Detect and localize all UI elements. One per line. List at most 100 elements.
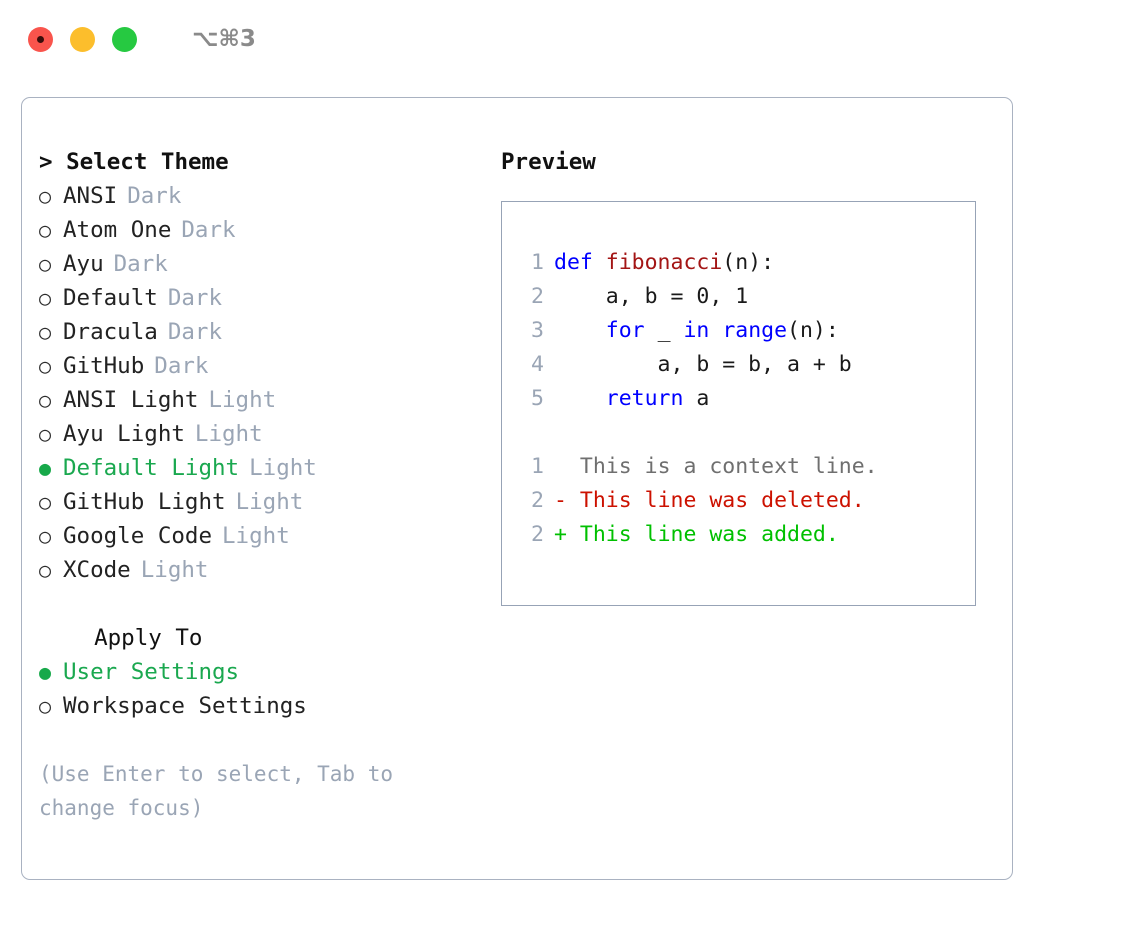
diff-line: 2 + This line was added. — [514, 518, 975, 552]
code-line: 1 def fibonacci(n): — [514, 246, 975, 280]
diff-sign: - — [554, 488, 567, 513]
preview-heading: Preview — [501, 149, 596, 175]
theme-name-label: Google Code — [63, 523, 213, 549]
theme-category-tag: Light — [249, 455, 317, 481]
theme-name-label: Ayu — [63, 251, 104, 277]
code-line-text: def fibonacci(n): — [554, 246, 774, 280]
theme-list-item[interactable]: ○ Default Dark — [39, 281, 489, 315]
theme-category-tag: Light — [222, 523, 290, 549]
code-line-text: a, b = b, a + b — [554, 348, 852, 382]
apply-to-item[interactable]: ● User Settings — [39, 655, 489, 689]
theme-list-item[interactable]: ○ Google Code Light — [39, 519, 489, 553]
apply-to-item[interactable]: ○Workspace Settings — [39, 689, 489, 723]
close-button[interactable] — [28, 26, 53, 52]
theme-list-item[interactable]: ○ ANSI Light Light — [39, 383, 489, 417]
window-titlebar: ⌥⌘3 — [0, 0, 1140, 78]
window-controls — [28, 26, 137, 52]
theme-category-tag: Dark — [167, 319, 223, 345]
diff-line-number: 2 — [531, 522, 544, 547]
theme-category-tag: Dark — [154, 353, 209, 379]
radio-unselected-icon[interactable]: ○ — [39, 184, 52, 208]
theme-name-label: ANSI Light — [63, 387, 199, 413]
diff-line-text-ctx: This is a context line. — [554, 450, 878, 484]
radio-unselected-icon[interactable]: ○ — [39, 422, 52, 446]
code-token-plain: a, b = b, a + b — [554, 352, 852, 377]
code-line: 2 a, b = 0, 1 — [514, 280, 975, 314]
theme-list-item[interactable]: ● Default Light Light — [39, 451, 489, 485]
radio-unselected-icon[interactable]: ○ — [39, 694, 52, 718]
code-line-text: for _ in range(n): — [554, 314, 839, 348]
code-token-kw: range — [722, 318, 788, 343]
code-line-number: 2 — [531, 284, 544, 309]
radio-unselected-icon[interactable]: ○ — [39, 558, 52, 582]
theme-list-item[interactable]: ○ GitHub Dark — [39, 349, 489, 383]
diff-line: 1 This is a context line. — [514, 450, 975, 484]
theme-name-label: Dracula — [63, 319, 158, 345]
theme-category-tag: Dark — [181, 217, 236, 243]
theme-name-label: GitHub Light — [63, 489, 226, 515]
radio-unselected-icon[interactable]: ○ — [39, 252, 52, 276]
theme-category-tag: Light — [208, 387, 277, 413]
code-token-plain: a — [683, 386, 710, 411]
theme-list-item[interactable]: ○ Dracula Dark — [39, 315, 489, 349]
radio-unselected-icon[interactable]: ○ — [39, 320, 52, 344]
apply-to-label: User Settings — [63, 659, 240, 685]
code-token-plain: a, b = 0, 1 — [554, 284, 749, 309]
maximize-button[interactable] — [112, 26, 137, 52]
apply-to-heading: Apply To — [67, 625, 203, 651]
radio-selected-icon[interactable]: ● — [39, 660, 52, 684]
minimize-button[interactable] — [70, 26, 95, 52]
diff-line: 2- This line was deleted. — [514, 484, 975, 518]
radio-unselected-icon[interactable]: ○ — [39, 524, 52, 548]
keyboard-shortcut-label: ⌥⌘3 — [192, 26, 256, 52]
diff-sample: 1 This is a context line.2- This line wa… — [514, 450, 975, 552]
code-token-plain — [554, 386, 606, 411]
radio-selected-icon[interactable]: ● — [39, 456, 52, 480]
diff-text: This line was added. — [579, 522, 839, 547]
list-spacer — [39, 587, 489, 621]
code-token-kw: in — [683, 318, 710, 343]
keyboard-hint-text: (Use Enter to select, Tab to change focu… — [39, 762, 406, 820]
diff-sign: + — [554, 522, 567, 547]
apply-to-list[interactable]: ● User Settings ○Workspace Settings — [39, 655, 489, 723]
diff-sign — [554, 454, 567, 479]
theme-name-label: Atom One — [63, 217, 172, 243]
theme-category-tag: Dark — [127, 183, 182, 209]
theme-name-label: Default — [63, 285, 158, 311]
radio-unselected-icon[interactable]: ○ — [39, 388, 52, 412]
theme-list-item[interactable]: ○ Atom One Dark — [39, 213, 489, 247]
radio-unselected-icon[interactable]: ○ — [39, 218, 52, 242]
code-token-fn: fibonacci — [605, 250, 723, 275]
code-token-kw: for — [605, 318, 645, 343]
code-line-number: 3 — [531, 318, 544, 343]
code-line-number: 4 — [531, 352, 544, 377]
code-line-number: 5 — [531, 386, 544, 411]
theme-name-label: XCode — [63, 557, 131, 583]
theme-name-label: Default Light — [63, 455, 240, 481]
theme-name-label: GitHub — [63, 353, 145, 379]
theme-name-label: ANSI — [63, 183, 118, 209]
code-line-number: 1 — [531, 250, 544, 275]
theme-category-tag: Dark — [167, 285, 223, 311]
theme-list-item[interactable]: ○ Ayu Dark — [39, 247, 489, 281]
radio-unselected-icon[interactable]: ○ — [39, 490, 52, 514]
diff-text: This is a context line. — [579, 454, 878, 479]
diff-line-number: 1 — [531, 454, 544, 479]
code-line: 3 for _ in range(n): — [514, 314, 975, 348]
theme-category-tag: Dark — [113, 251, 168, 277]
code-token-kw: return — [605, 386, 684, 411]
code-line: 5 return a — [514, 382, 975, 416]
radio-unselected-icon[interactable]: ○ — [39, 286, 52, 310]
theme-list-item[interactable]: ○ XCode Light — [39, 553, 489, 587]
theme-list-item[interactable]: ○ ANSI Dark — [39, 179, 489, 213]
radio-unselected-icon[interactable]: ○ — [39, 354, 52, 378]
theme-category-tag: Light — [140, 557, 209, 583]
